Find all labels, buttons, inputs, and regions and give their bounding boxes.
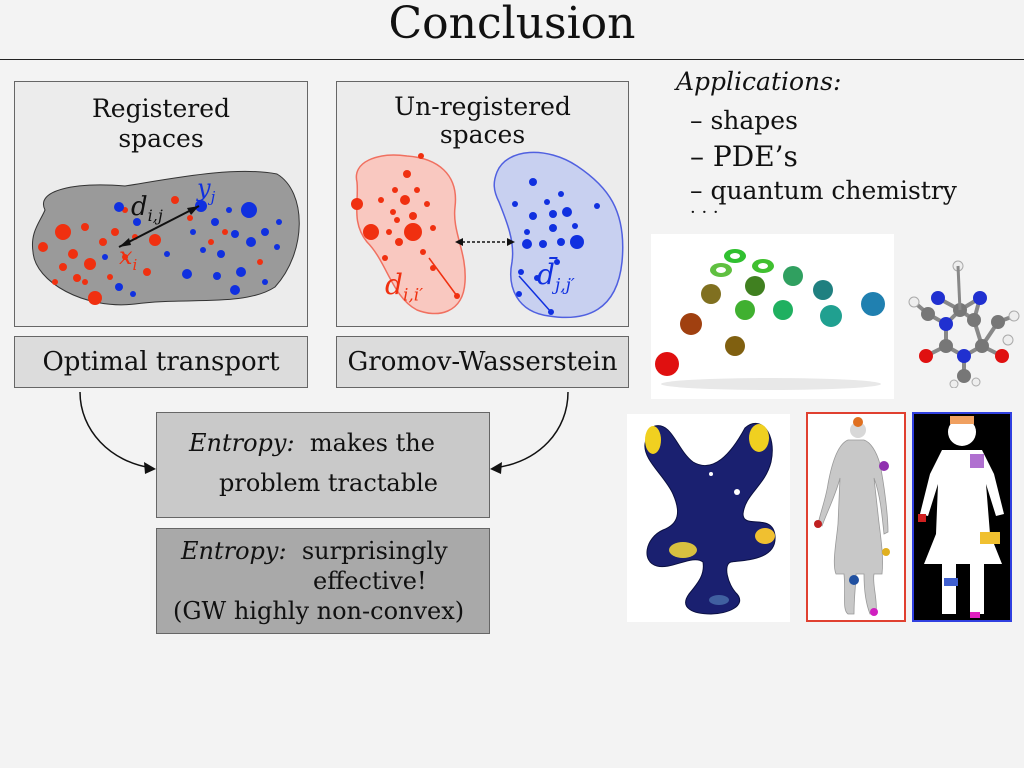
unregistered-spaces-panel: Un-registered spaces di,i′ <box>336 81 629 327</box>
title-rule <box>0 59 1024 60</box>
application-ellipsis: · · · <box>690 202 719 223</box>
applications-heading: Applications: <box>676 67 842 96</box>
unregistered-title-line2: spaces <box>439 120 526 149</box>
registered-spaces-panel: Registered spaces di,j <box>14 81 308 327</box>
woman-mesh-image <box>806 412 906 622</box>
d-ij-label: di,j <box>131 192 163 226</box>
slide-title: Conclusion <box>388 0 636 49</box>
y-j-label: yj <box>197 174 216 206</box>
unregistered-space-illustration <box>351 151 624 319</box>
flow-arrows <box>79 391 569 474</box>
registered-title-line1: Registered <box>91 94 231 123</box>
unregistered-title-line1: Un-registered <box>394 92 571 121</box>
entropy1-line2: problem tractable <box>219 469 438 497</box>
application-item-pdes: – PDE’s <box>690 140 798 173</box>
heat-blob-image <box>627 414 790 622</box>
entropy2-line1: Entropy: surprisingly <box>181 537 448 565</box>
application-item-shapes: – shapes <box>690 106 798 135</box>
entropy1-line1: Entropy: makes the <box>189 429 435 457</box>
optimal-transport-label: Optimal transport <box>14 336 308 388</box>
registered-space-illustration <box>31 170 300 306</box>
entropy2-line2: effective! <box>313 567 427 595</box>
woman-silhouette-image <box>912 412 1012 622</box>
molecule-image <box>898 258 1024 388</box>
entropy2-line3: (GW highly non-convex) <box>173 597 465 625</box>
d-ii-label: di,i′ <box>385 268 424 306</box>
x-i-label: xi <box>119 242 138 274</box>
applications-list: Applications: – shapes – PDE’s – quantum… <box>676 66 957 223</box>
entropy-effective-box: Entropy: surprisingly effective! (GW hig… <box>156 528 490 634</box>
entropy-tractable-box: Entropy: makes the problem tractable <box>156 412 490 518</box>
application-item-chemistry: – quantum chemistry <box>690 176 957 205</box>
shapes-render-image <box>651 234 894 399</box>
dbar-jj-label: d̄j,j′ <box>537 258 575 296</box>
gromov-wasserstein-label: Gromov-Wasserstein <box>336 336 629 388</box>
registered-title-line2: spaces <box>118 124 204 153</box>
